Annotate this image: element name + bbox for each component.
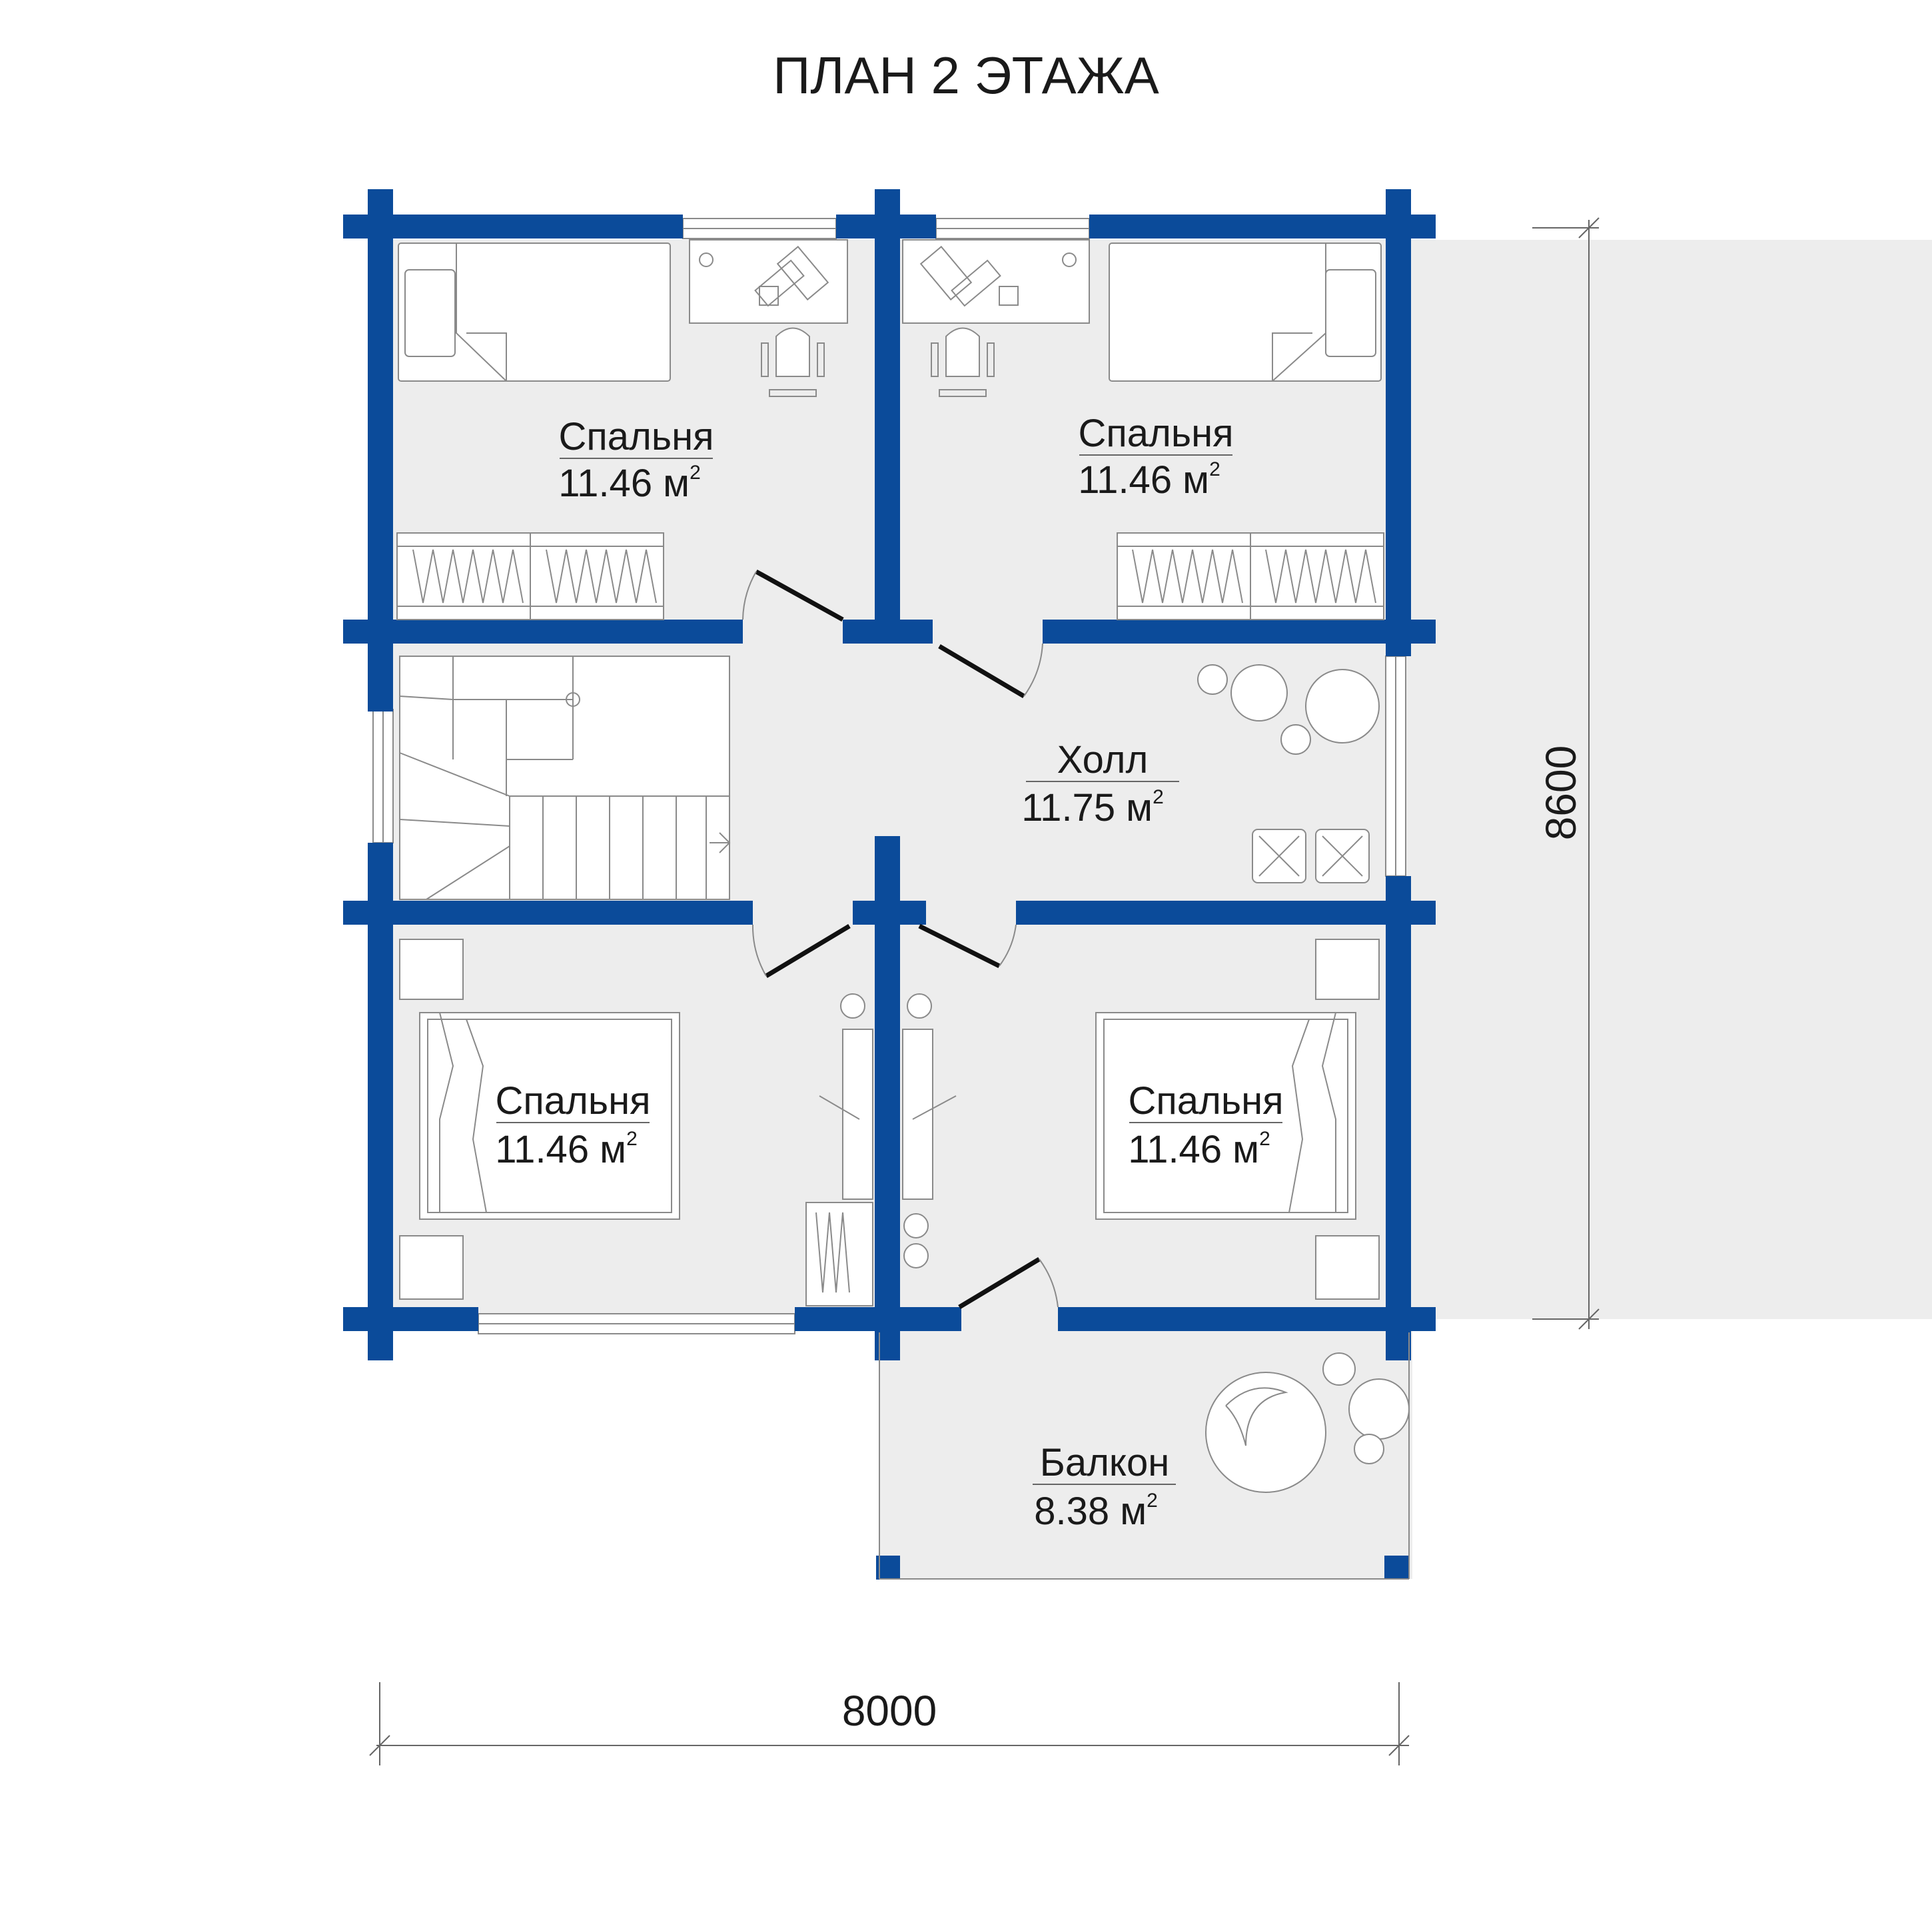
svg-text:11.46 м2: 11.46 м2 [558,462,701,505]
svg-text:11.46 м2: 11.46 м2 [495,1128,638,1171]
svg-text:11.46 м2: 11.46 м2 [1128,1128,1270,1171]
svg-text:11.46 м2: 11.46 м2 [1078,458,1220,502]
bedroom-3-furniture [399,939,932,1306]
walls [343,189,1436,1580]
room-label-bedroom-4: Спальня 11.46 м2 [1128,1079,1283,1171]
svg-text:Спальня: Спальня [558,415,714,458]
room-label-bedroom-2: Спальня 11.46 м2 [1078,412,1233,502]
windows [372,218,1406,1334]
svg-text:8600: 8600 [1537,745,1585,840]
room-label-hall: Холл 11.75 м2 [1021,738,1179,829]
bedroom-4-furniture [902,939,1380,1300]
hall-decor [1197,664,1380,883]
room-label-bedroom-1: Спальня 11.46 м2 [558,415,714,505]
balcony-furniture [1205,1352,1410,1493]
svg-text:Спальня: Спальня [495,1079,650,1123]
dimension-height: 8600 [1532,217,1600,1330]
svg-text:Спальня: Спальня [1128,1079,1283,1123]
svg-text:11.75 м2: 11.75 м2 [1021,786,1164,829]
bedroom-2-furniture [902,239,1384,620]
svg-text:Спальня: Спальня [1078,412,1233,455]
svg-text:Балкон: Балкон [1040,1441,1169,1484]
svg-text:8000: 8000 [842,1687,937,1735]
doors [742,569,1059,1310]
svg-text:Холл: Холл [1057,738,1149,781]
balcony-railing [879,1332,1410,1580]
room-label-bedroom-3: Спальня 11.46 м2 [495,1079,650,1171]
plan-title: ПЛАН 2 ЭТАЖА [773,46,1159,105]
svg-text:8.38 м2: 8.38 м2 [1034,1490,1158,1533]
staircase [399,656,731,900]
bedroom-1-furniture [396,239,848,620]
dimension-width: 8000 [369,1682,1410,1765]
room-label-balcony: Балкон 8.38 м2 [1033,1441,1176,1533]
